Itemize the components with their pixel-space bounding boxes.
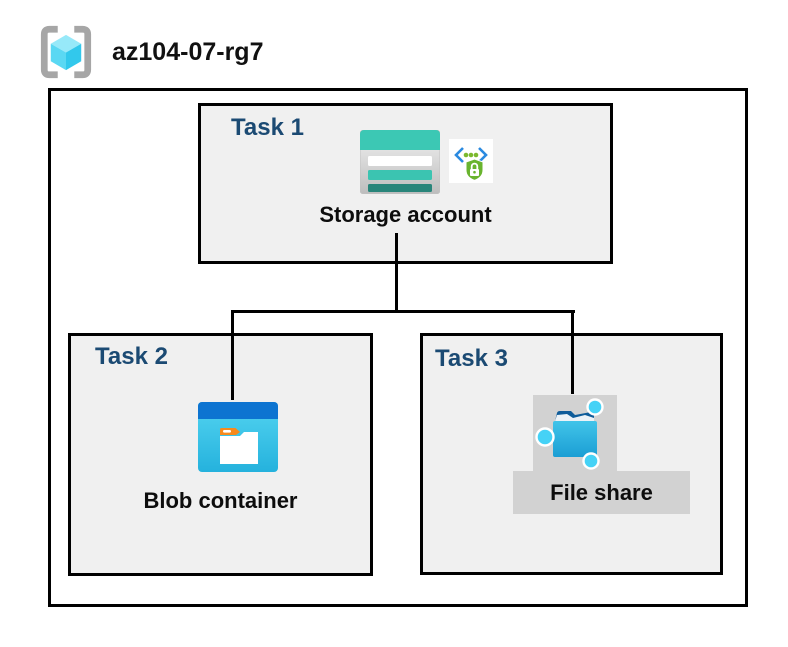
storage-account-icon (359, 129, 441, 195)
task2-label: Task 2 (95, 343, 168, 370)
connector-horizontal (231, 310, 575, 313)
file-share-label-bar: File share (513, 471, 690, 514)
task3-label: Task 3 (435, 345, 508, 372)
task1-label: Task 1 (231, 114, 304, 141)
resource-group-icon (36, 22, 96, 82)
file-share-label: File share (550, 480, 653, 505)
task1-box: Task 1 (198, 103, 613, 264)
task2-box: Task 2 Blob container (68, 333, 373, 576)
resource-group-name: az104-07-rg7 (112, 38, 264, 66)
blob-container-icon (198, 402, 278, 472)
connector-to-blob (231, 310, 234, 400)
blob-container-label: Blob container (143, 488, 298, 513)
file-share-icon (533, 395, 617, 471)
connector-to-fileshare (571, 310, 574, 394)
storage-account-label: Storage account (319, 202, 492, 227)
task3-box: Task 3 (420, 333, 723, 575)
secure-transfer-icon (449, 139, 493, 183)
connector-storage-down (395, 233, 398, 313)
